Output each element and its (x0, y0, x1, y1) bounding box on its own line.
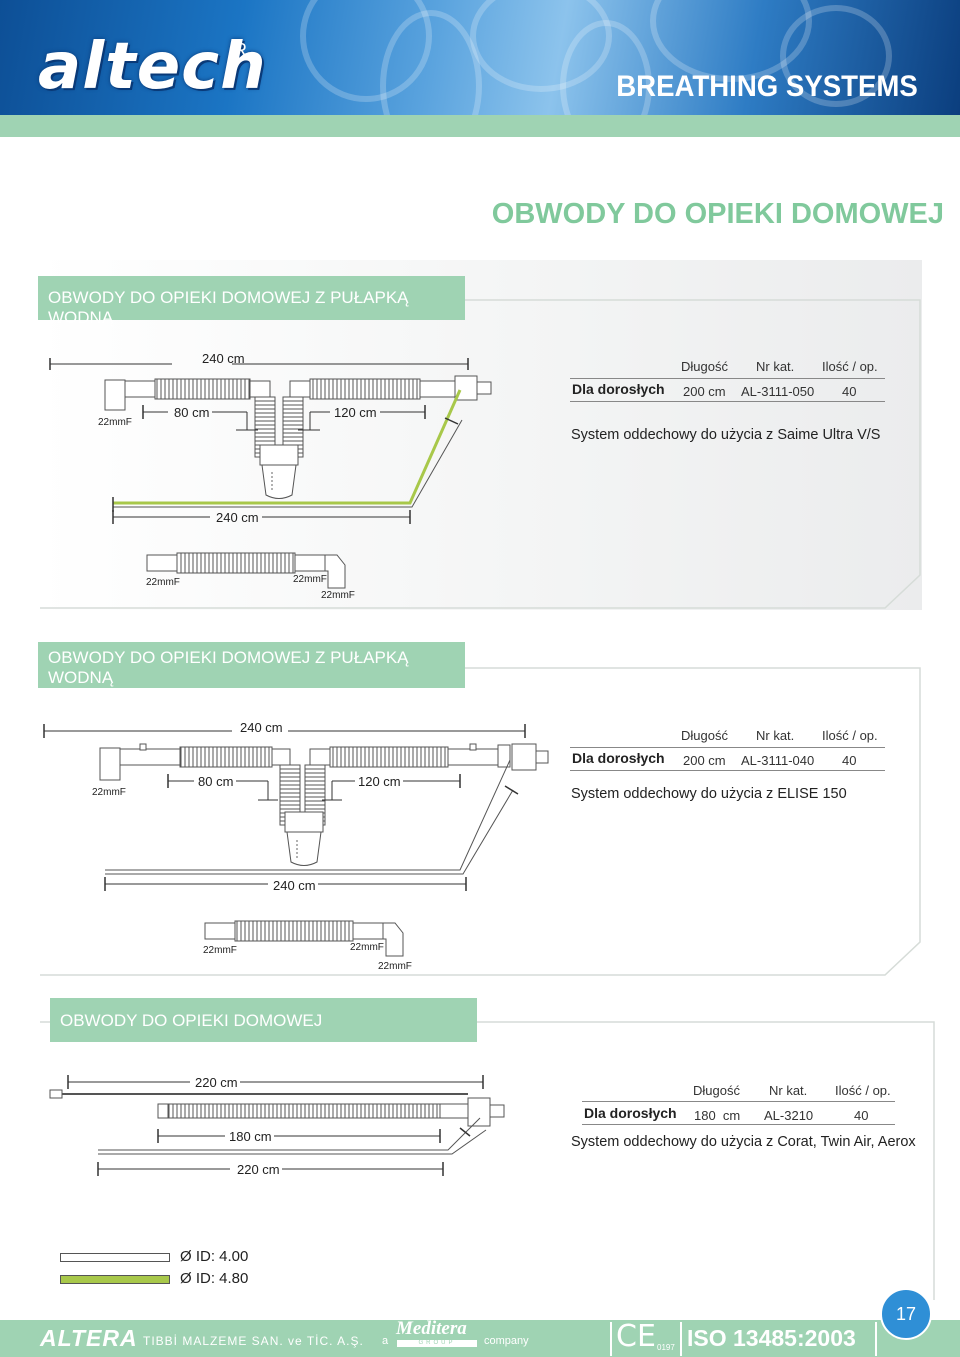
footer-a: a (382, 1335, 389, 1347)
spec-3-catalog-header: Nr kat. (769, 1083, 808, 1098)
spec-2-top-line (570, 747, 885, 748)
page-title: OBWODY DO OPIEKI DOMOWEJ (491, 198, 944, 230)
s1-dim-left: 80 cm (174, 405, 209, 420)
section-1-system-note: System oddechowy do użycia z Saime Ultra… (571, 427, 881, 443)
section-2-title: OBWODY DO OPIEKI DOMOWEJ Z PUŁAPKĄ WODNĄ… (38, 642, 465, 707)
ce-mark: CE (616, 1319, 656, 1354)
section-2-system-note: System oddechowy do użycia z ELISE 150 (571, 786, 847, 802)
spec-1-bottom-line (570, 401, 885, 402)
spec-3-catalog-no: AL-3210 (764, 1108, 814, 1123)
spec-3-length: 180 cm (694, 1108, 741, 1123)
spec-1-top-line (570, 378, 885, 379)
header-title: BREATHING SYSTEMS (616, 70, 918, 103)
section-3-title: OBWODY DO OPIEKI DOMOWEJ (50, 998, 477, 1042)
company-name: TIBBİ MALZEME SAN. ve TİC. A.Ş. (143, 1334, 364, 1348)
spec-2-catalog-header: Nr kat. (756, 728, 795, 743)
spec-1-catalog-header: Nr kat. (756, 359, 795, 374)
footer-divider-2 (680, 1322, 682, 1356)
spec-1-row-label: Dla dorosłych (572, 381, 665, 397)
spec-2-qty-header: Ilość / op. (822, 728, 878, 743)
s1-connector-b: 22mmF (146, 577, 180, 588)
section-2-title-line-1: OBWODY DO OPIEKI DOMOWEJ Z PUŁAPKĄ WODNĄ (48, 648, 409, 687)
s1-dim-total: 240 cm (202, 351, 245, 366)
s1-connector-a: 22mmF (98, 417, 132, 428)
header-banner (0, 0, 960, 115)
section-3-system-note: System oddechowy do użycia z Corat, Twin… (571, 1134, 916, 1150)
spec-1-length: 200 cm (683, 384, 726, 399)
section-1-title: OBWODY DO OPIEKI DOMOWEJ Z PUŁAPKĄ WODNĄ (38, 276, 465, 327)
registered-mark: R (234, 40, 247, 60)
footer-bar (0, 1320, 960, 1357)
s2-dim-line: 240 cm (273, 878, 316, 893)
spec-1-catalog-no: AL-3111-050 (741, 384, 815, 399)
footer-divider-1 (610, 1322, 612, 1356)
legend-label-4-00: Ø ID: 4.00 (180, 1248, 249, 1265)
spec-1-qty: 40 (842, 384, 857, 399)
header-strip (0, 115, 960, 137)
s3-dim-total: 220 cm (195, 1075, 238, 1090)
s2-dim-left: 80 cm (198, 774, 233, 789)
s2-connector-a: 22mmF (92, 787, 126, 798)
s2-dim-right: 120 cm (358, 774, 401, 789)
iso-label: ISO 13485:2003 (687, 1325, 856, 1351)
section-1-title-line-1: OBWODY DO OPIEKI DOMOWEJ Z PUŁAPKĄ WODNĄ (48, 288, 409, 327)
legend-swatch-4-00 (60, 1253, 170, 1262)
s2-dim-total: 240 cm (240, 720, 283, 735)
s3-dim-line: 220 cm (237, 1162, 280, 1177)
spec-1-length-header: Długość (681, 359, 728, 374)
ce-number: 0197 (657, 1343, 675, 1352)
group-label: GROUP (397, 1340, 477, 1347)
spec-3-bottom-line (582, 1124, 895, 1125)
section-3-title-line-1: OBWODY DO OPIEKI DOMOWEJ (60, 1011, 323, 1030)
s1-dim-right: 120 cm (334, 405, 377, 420)
section-2-title-line-2: I Z ADAPTEREM TEMPERATURY (48, 688, 309, 707)
spec-2-row-label: Dla dorosłych (572, 750, 665, 766)
spec-1-qty-header: Ilość / op. (822, 359, 878, 374)
altech-logo[interactable]: altech (38, 30, 267, 104)
spec-3-top-line (582, 1101, 895, 1102)
s1-connector-c: 22mmF (293, 574, 327, 585)
meditera-logo: Meditera (396, 1318, 467, 1339)
s2-connector-c: 22mmF (350, 942, 384, 953)
spec-3-qty: 40 (854, 1108, 869, 1123)
footer-company: company (484, 1335, 529, 1347)
spec-3-qty-header: Ilość / op. (835, 1083, 891, 1098)
s1-dim-line: 240 cm (216, 510, 259, 525)
spec-2-length-header: Długość (681, 728, 728, 743)
spec-2-length: 200 cm (683, 753, 726, 768)
s1-connector-d: 22mmF (321, 590, 355, 601)
s2-connector-b: 22mmF (203, 945, 237, 956)
spec-3-length-header: Długość (693, 1083, 740, 1098)
spec-2-bottom-line (570, 770, 885, 771)
spec-2-catalog-no: AL-3111-040 (741, 753, 815, 768)
spec-3-row-label: Dla dorosłych (584, 1105, 677, 1121)
footer-divider-3 (875, 1322, 877, 1356)
s2-connector-d: 22mmF (378, 961, 412, 972)
legend-label-4-80: Ø ID: 4.80 (180, 1270, 249, 1287)
s3-dim-tube: 180 cm (229, 1129, 272, 1144)
altera-logo: ALTERA (40, 1325, 138, 1351)
legend-swatch-4-80 (60, 1275, 170, 1284)
spec-2-qty: 40 (842, 753, 857, 768)
page-number: 17 (880, 1288, 932, 1340)
